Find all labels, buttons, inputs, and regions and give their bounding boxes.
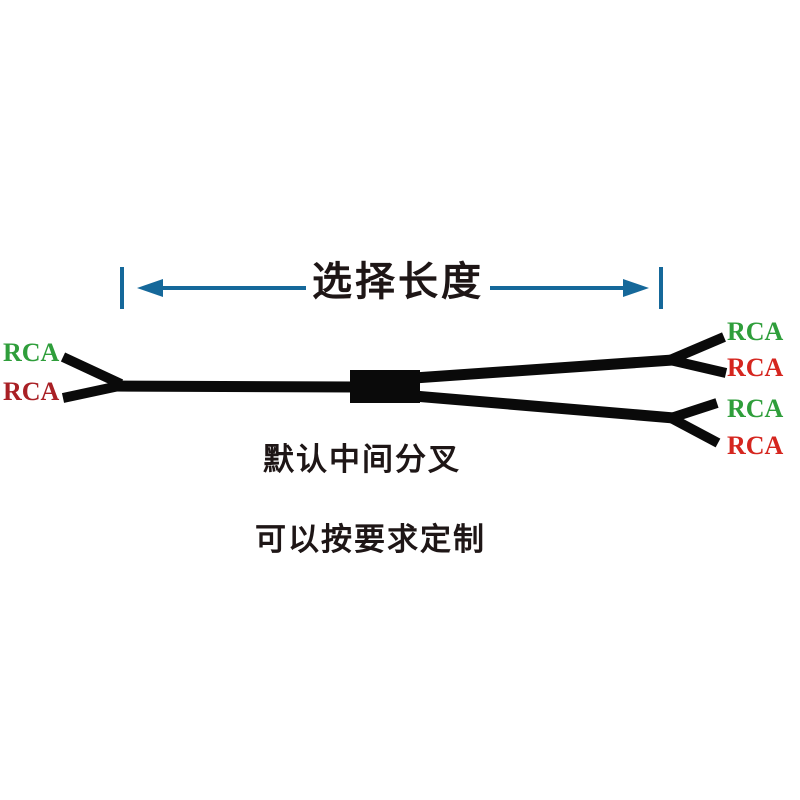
cable-topright-prong-down bbox=[668, 355, 728, 378]
cable-splitter-block bbox=[350, 370, 420, 403]
cable-left-prong-bottom bbox=[61, 381, 121, 403]
cable-topright-prong-up bbox=[668, 332, 726, 365]
connector-label-right-2: RCA bbox=[727, 353, 784, 382]
note-customizable: 可以按要求定制 bbox=[255, 522, 486, 557]
cable-bottomright-prong-up bbox=[669, 398, 719, 423]
connector-label-right-3: RCA bbox=[727, 394, 784, 423]
cable-left-prong-top bbox=[60, 352, 124, 389]
dimension-indicator bbox=[120, 267, 663, 309]
dimension-arrowhead-left-icon bbox=[137, 279, 163, 297]
connector-label-right-4: RCA bbox=[727, 431, 784, 460]
dimension-label: 选择长度 bbox=[312, 260, 484, 304]
connector-label-right-1: RCA bbox=[727, 317, 784, 346]
note-default-split: 默认中间分叉 bbox=[263, 442, 461, 477]
cable-branch-bottom bbox=[413, 390, 675, 424]
connector-label-left-top: RCA bbox=[3, 338, 60, 367]
cable-bottomright-prong-down bbox=[668, 413, 721, 448]
cable-drawing bbox=[60, 332, 728, 448]
cable-branch-top bbox=[413, 354, 674, 384]
dimension-arrowhead-right-icon bbox=[623, 279, 649, 297]
connector-label-left-bottom: RCA bbox=[3, 377, 60, 406]
cable-main-run bbox=[109, 380, 357, 393]
